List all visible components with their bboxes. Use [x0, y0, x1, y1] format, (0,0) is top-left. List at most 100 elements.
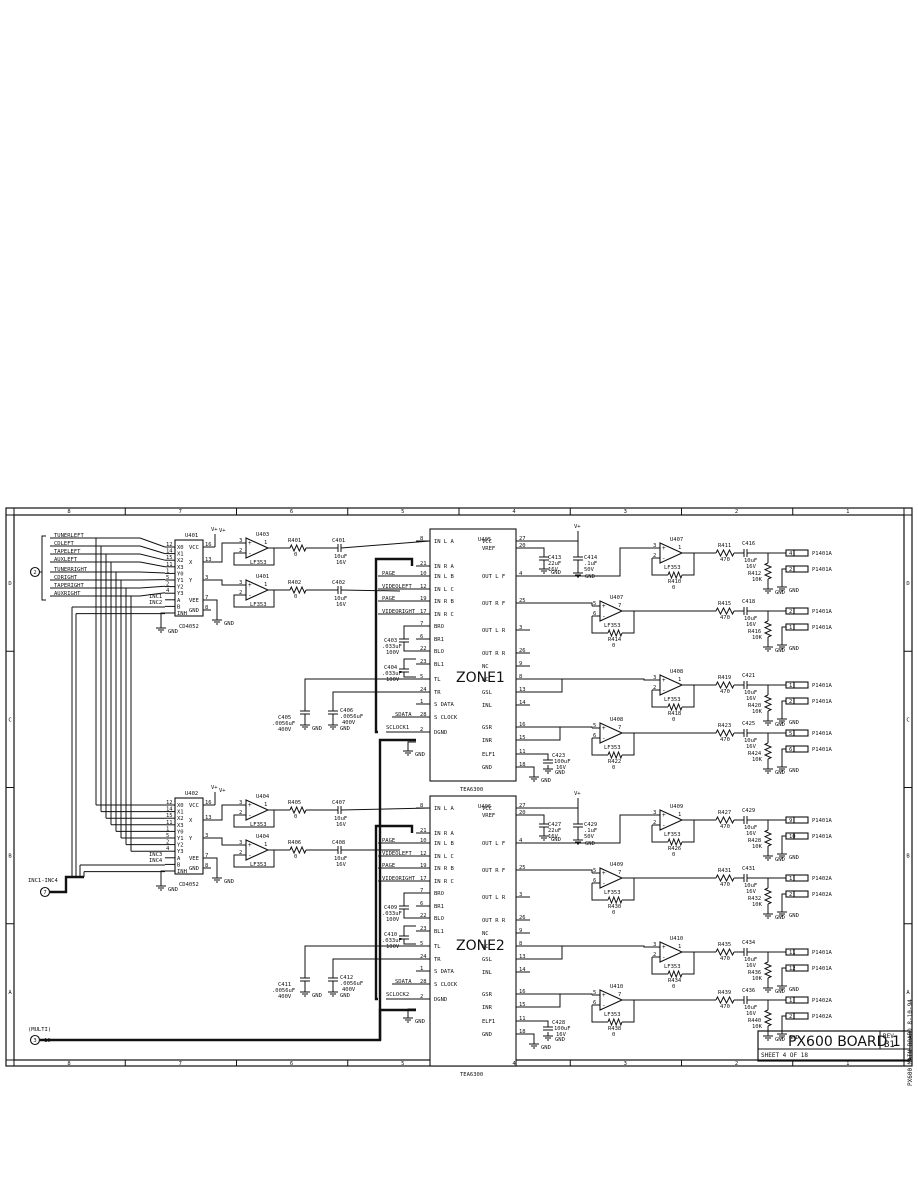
capacitor-voltage: 100V [386, 944, 400, 950]
opamp-pin: 5 [593, 868, 596, 874]
resistor-ref: R435 [718, 942, 731, 948]
mux-pin: 15 [166, 555, 173, 561]
opamp-minus: - [248, 550, 252, 557]
vplus-label: V+ [574, 791, 581, 797]
opamp-minus: - [602, 613, 606, 620]
opamp-pin: 1 [678, 944, 681, 950]
mux-pin-name: X0 [177, 803, 184, 809]
gnd-label: GND [541, 1045, 551, 1051]
chip-pin-number: 1 [420, 699, 423, 705]
chip-pin-number: 5 [420, 941, 423, 947]
opamp-ref: U410 [670, 936, 683, 942]
wire [404, 659, 416, 669]
chip-pin-number: 26 [519, 648, 526, 654]
gnd-label: GND [541, 778, 551, 784]
gnd-label: GND [775, 857, 785, 863]
wire [530, 994, 592, 995]
mux-pin: 13 [205, 815, 212, 821]
wire [211, 600, 217, 616]
wire [305, 679, 416, 711]
vplus-label: V+ [574, 524, 581, 530]
opamp-pin: 1 [264, 540, 267, 546]
capacitor-voltage: 16V [746, 622, 757, 628]
gnd-label: GND [775, 770, 785, 776]
capacitor-ref: C407 [332, 800, 345, 806]
connector-pin-number: 10 [789, 834, 796, 840]
chip-pin-number: 7 [420, 888, 423, 894]
opamp-minus: - [662, 687, 666, 694]
mux-pin: 3 [205, 833, 208, 839]
resistor-ref: R411 [718, 543, 731, 549]
gnd-label: GND [789, 987, 799, 993]
chip-pin-number: 9 [519, 661, 522, 667]
chip-pin-name: BRO [434, 891, 444, 897]
opamp-pin: 7 [618, 603, 621, 609]
output-resistor [716, 682, 734, 688]
chip-pin-number: 14 [519, 700, 526, 706]
capacitor-voltage: 16V [556, 1032, 567, 1038]
feedback-resistor-value: 0 [672, 585, 675, 591]
sheet-connector-number: 3 [33, 1038, 36, 1044]
chip-pin-name: ELF1 [482, 752, 495, 758]
wire [404, 642, 416, 651]
chip-pin-number: 8 [420, 803, 423, 809]
input-label-left: AUXLEFT [54, 557, 78, 563]
net-label: PAGE [382, 838, 395, 844]
chip-pin-number: 2 [420, 727, 423, 733]
opamp-part: LF353 [250, 602, 267, 608]
opamp-pin: 5 [593, 723, 596, 729]
frame-col-mark: 5 [401, 509, 404, 515]
opamp-ref: U409 [670, 804, 683, 810]
net-label: SCLOCK1 [386, 725, 409, 731]
opamp-minus: - [662, 555, 666, 562]
chip-pin-name: GND [482, 1032, 492, 1038]
mux-pin: 5 [166, 833, 169, 839]
capacitor-voltage: 16V [746, 744, 757, 750]
ground-symbol [328, 988, 338, 996]
opamp-pin: 1 [264, 582, 267, 588]
feedback-resistor-value: 0 [672, 852, 675, 858]
connector-label: P1401A [812, 966, 833, 972]
opamp-plus: + [662, 944, 666, 951]
wire [782, 569, 786, 583]
opamp-ref: U403 [256, 532, 269, 538]
chip-pin-name: GSR [482, 992, 493, 998]
capacitor-voltage: 50V [584, 567, 595, 573]
mux-pin: 12 [166, 542, 173, 548]
connector-label: P1401A [812, 625, 833, 631]
opamp-pin: 2 [653, 952, 656, 958]
frame-row-mark: D [906, 581, 909, 587]
resistor-ref: R439 [718, 990, 731, 996]
opamp-plus: + [662, 812, 666, 819]
chip-pin-number: 14 [519, 967, 526, 973]
wire [782, 894, 786, 908]
gnd-label: GND [789, 588, 799, 594]
chip-pin-name: TR [434, 690, 441, 696]
chip-pin-number: 15 [519, 1002, 526, 1008]
mux-part: CD4052 [179, 624, 199, 630]
vplus-label: V+ [219, 788, 226, 794]
output-resistor [716, 817, 734, 823]
connector-pin-number: 2 [789, 699, 792, 705]
gnd-label: GND [775, 989, 785, 995]
resistor-value: 10K [752, 635, 763, 641]
capacitor-voltage: 100V [386, 677, 400, 683]
load-resistor [765, 1010, 771, 1026]
feedback-resistor [608, 630, 622, 636]
frame-row-mark: C [906, 717, 909, 723]
capacitor-ref: C416 [742, 541, 755, 547]
opamp-part: LF353 [664, 832, 681, 838]
chip-pin-name: OUT R R [482, 918, 506, 924]
wire [42, 536, 46, 600]
gnd-label: GND [312, 993, 322, 999]
output-resistor [716, 949, 734, 955]
connector-socket [794, 965, 808, 971]
opamp-plus: + [602, 870, 606, 877]
chip-pin-number: 25 [519, 598, 526, 604]
resistor-ref: R431 [718, 868, 731, 874]
wire [782, 701, 786, 715]
opamp-part: LF353 [604, 745, 621, 751]
chip-pin-name: OUT R F [482, 601, 505, 607]
connector-pin-number: 2 [789, 567, 792, 573]
